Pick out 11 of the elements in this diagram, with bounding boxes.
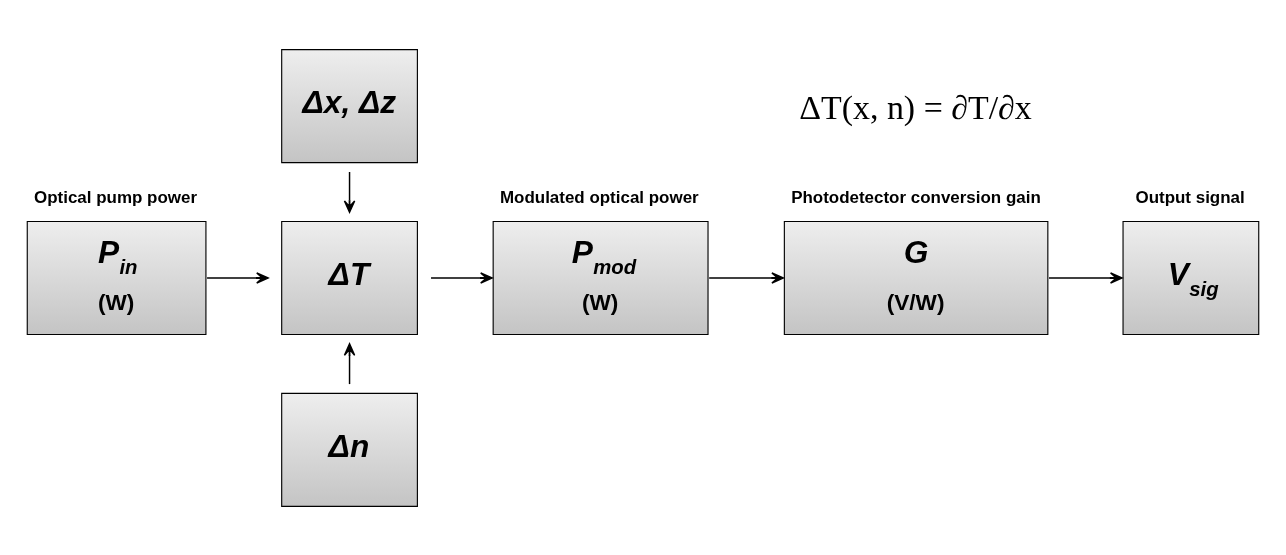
node-label: Optical pump power xyxy=(34,187,197,207)
label: ΔT(x, n) = ∂T/∂x xyxy=(799,88,1032,126)
arrow xyxy=(430,271,493,284)
arrow xyxy=(1048,271,1123,284)
arrow xyxy=(206,271,269,284)
node-label: Modulated optical power xyxy=(499,187,699,207)
arrow xyxy=(343,170,356,213)
arrow xyxy=(343,342,356,385)
node-label: Output signal xyxy=(1135,187,1245,207)
node-label: Photodetector conversion gain xyxy=(791,187,1041,207)
arrow xyxy=(708,271,784,284)
